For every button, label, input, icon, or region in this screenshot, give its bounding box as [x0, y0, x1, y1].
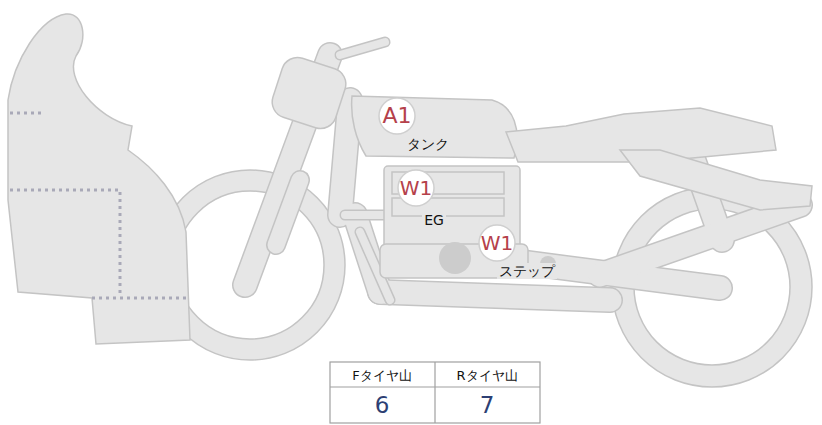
- table-cell: 6: [375, 394, 390, 417]
- circle-shape: [479, 225, 515, 261]
- callout-number: W1: [481, 233, 514, 253]
- part-name: ステップ: [497, 263, 557, 279]
- callout-number: A1: [382, 105, 411, 127]
- circle-shape: [379, 98, 415, 134]
- callout-circle: W1EG: [397, 169, 435, 207]
- table-cell: 7: [480, 394, 495, 417]
- part-name: タンク: [405, 136, 451, 152]
- callout-number: W1: [400, 178, 433, 198]
- table-cell: Fタイヤ山: [352, 369, 411, 382]
- callout-circle: W1ステップ: [478, 224, 516, 262]
- part-name: EG: [422, 212, 446, 228]
- circle-shape: [398, 170, 434, 206]
- table-cell: Rタイヤ山: [456, 369, 517, 382]
- callout-circle: A1タンク: [378, 97, 416, 135]
